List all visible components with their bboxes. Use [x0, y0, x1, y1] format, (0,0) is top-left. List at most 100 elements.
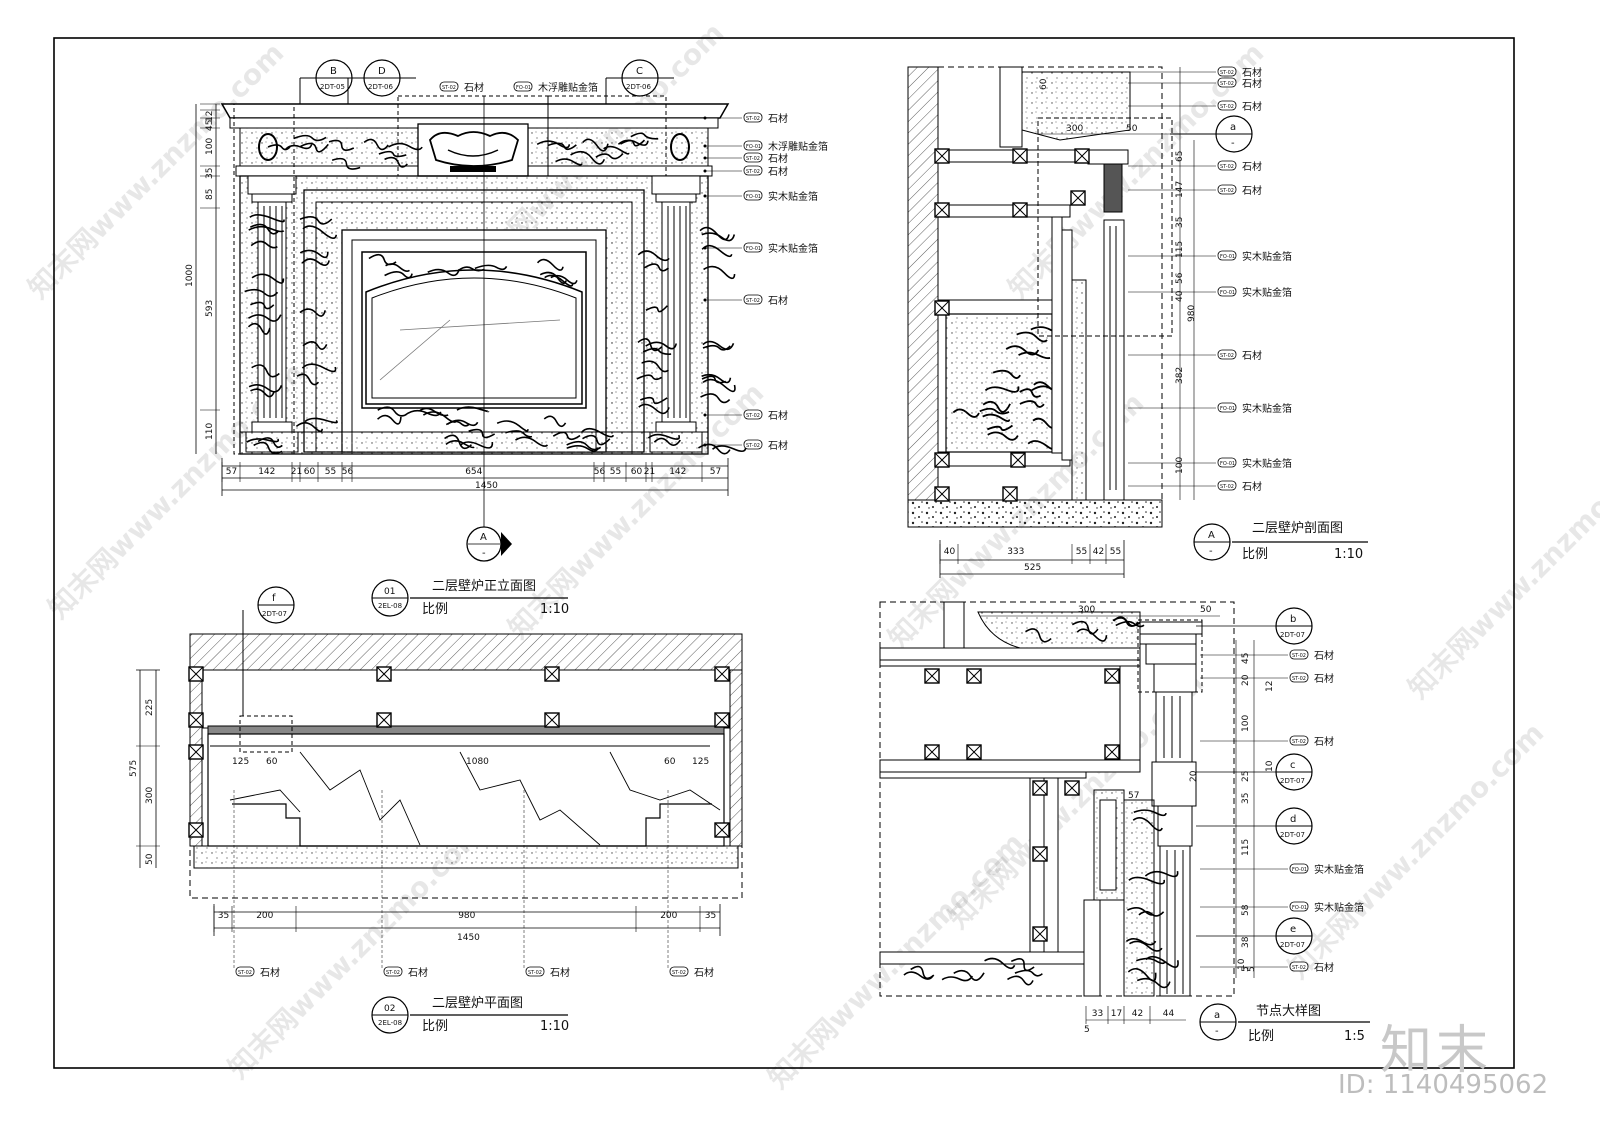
detail-ref-letter: a [1214, 1010, 1220, 1021]
detail-inner-dim: 57 [1128, 791, 1139, 801]
elev-top-code-2: FO-01 [516, 85, 531, 91]
elev-scale: 1:10 [540, 602, 569, 617]
elev-bottom-dim-10: 60 [631, 467, 643, 477]
section-right-label-1-code: ST-02 [1220, 70, 1234, 76]
detail-label-3: 石材 [1314, 735, 1334, 748]
section-right-dim-9: 382 [1175, 367, 1185, 384]
elev-right-label-5: 实木贴金箔 [768, 190, 818, 203]
detail-bottom-dim-2: 17 [1111, 1009, 1122, 1019]
detail-label-2: 石材 [1314, 672, 1334, 685]
elev-right-label-6-code: FO-01 [746, 246, 761, 252]
section-right-label-4-code: ST-02 [1220, 164, 1234, 170]
elev-callout-3-letter: C [636, 66, 643, 77]
plan-bottom-label-2: 石材 [408, 966, 428, 979]
elev-right-label-3-code: ST-02 [746, 156, 760, 162]
elev-left-dim-3: 100 [205, 138, 215, 155]
plan-bottom-label-4-code: ST-02 [672, 970, 686, 976]
elev-bottom-dim-4: 60 [304, 467, 316, 477]
elev-right-label-1-code: ST-02 [746, 116, 760, 122]
elev-right-label-6: 实木贴金箔 [768, 242, 818, 255]
section-right-label-11: 石材 [1242, 480, 1262, 493]
plan-title: 二层壁炉平面图 [432, 996, 523, 1011]
elev-right-label-7: 石材 [768, 294, 788, 307]
elev-left-dim-4: 35 [205, 168, 215, 179]
section-right-label-3-code: ST-02 [1220, 104, 1234, 110]
watermark-text: 知末网www.znzmo.com [1402, 436, 1600, 705]
plan-bottom-label-1: 石材 [260, 966, 280, 979]
section-right-label-2-code: ST-02 [1220, 81, 1234, 87]
detail-label-3-code: ST-02 [1292, 739, 1306, 745]
section-right-label-5-code: ST-02 [1220, 188, 1234, 194]
section-right-label-11-code: ST-02 [1220, 484, 1234, 490]
elev-right-label-4-code: ST-02 [746, 169, 760, 175]
detail-callout-1-sheet: 2DT-07 [1280, 631, 1305, 639]
detail-callout-2-letter: c [1290, 760, 1296, 771]
section-right-label-10: 实木贴金箔 [1242, 457, 1292, 470]
elev-callout-2-letter: D [378, 66, 386, 77]
detail-bottom-dim-3: 42 [1132, 1009, 1143, 1019]
plan-bottom-label-2-code: ST-02 [386, 970, 400, 976]
plan-inner-dim-2: 60 [266, 757, 278, 767]
elev-bottom-dim-7: 654 [465, 467, 482, 477]
elev-top-label-1: 石材 [464, 81, 484, 94]
elev-right-label-2-code: FO-01 [746, 144, 761, 150]
plan-bottom-label-3: 石材 [550, 966, 570, 979]
elev-ref-num: 01 [384, 587, 395, 597]
plan-callout-letter: f [272, 593, 276, 604]
section-right-label-7: 实木贴金箔 [1242, 286, 1292, 299]
elev-left-dim-8: 110 [205, 423, 215, 440]
detail-right-dim-2: 20 [1241, 674, 1251, 686]
section-right-label-1: 石材 [1242, 66, 1262, 79]
elev-scale-label: 比例 [422, 602, 448, 617]
section-bottom-dim-3: 55 [1076, 547, 1087, 557]
detail-left-small: 5 [1084, 1025, 1090, 1035]
detail-right-dim-10: 58 [1241, 904, 1251, 916]
elev-callout-3-sheet: 2DT-06 [626, 83, 651, 91]
elev-bottom-dim-1: 57 [226, 467, 237, 477]
elev-top-label-2: 木浮雕贴金箔 [538, 81, 598, 94]
detail-right-dim-12: 10 [1237, 958, 1247, 970]
plan-bottom-label-4: 石材 [694, 966, 714, 979]
section-right-label-2: 石材 [1242, 77, 1262, 90]
detail-callout-4-letter: e [1290, 924, 1296, 935]
elev-bottom-dim-8: 56 [594, 467, 606, 477]
elev-right-label-2: 木浮雕贴金箔 [768, 140, 828, 153]
section-right-label-9: 实木贴金箔 [1242, 402, 1292, 415]
detail-label-4-code: FO-01 [1292, 867, 1307, 873]
section-right-dim-3: 147 [1175, 181, 1185, 198]
elev-right-label-7-code: ST-02 [746, 298, 760, 304]
detail-bottom-dim-4: 44 [1163, 1009, 1175, 1019]
sheet-border [53, 37, 1515, 1069]
section-title: 二层壁炉剖面图 [1252, 521, 1343, 536]
detail-right-dim-5: 10 [1265, 760, 1275, 772]
plan-left-dim-2: 575 [129, 760, 139, 777]
section-ref-letter: A [1208, 530, 1215, 541]
section-marker-dash: - [482, 548, 486, 559]
elev-right-label-3: 石材 [768, 152, 788, 165]
section-marker-letter: A [480, 532, 487, 543]
image-id: ID: 1140495062 [1338, 1070, 1549, 1100]
elev-right-label-9-code: ST-02 [746, 443, 760, 449]
section-right-label-4: 石材 [1242, 160, 1262, 173]
section-right-dim-5: 115 [1175, 241, 1185, 258]
elev-bottom-dim-5: 55 [325, 467, 336, 477]
section-top-dim-2: 50 [1126, 124, 1138, 134]
elev-bottom-dim-11: 21 [644, 467, 655, 477]
section-scale: 1:10 [1334, 547, 1363, 562]
section-total-width: 525 [1024, 563, 1041, 573]
detail-label-1-code: ST-02 [1292, 653, 1306, 659]
section-right-label-8-code: ST-02 [1220, 353, 1234, 359]
detail-right-dim-7: 25 [1241, 771, 1251, 782]
detail-right-dim-3: 12 [1265, 681, 1275, 692]
plan-inner-dim-5: 125 [692, 757, 709, 767]
elev-bottom-dim-9: 55 [610, 467, 621, 477]
watermark-text: 知末网www.znzmo.com [1282, 716, 1551, 985]
section-right-dim-10: 100 [1175, 457, 1185, 474]
detail-callout-3-letter: d [1290, 814, 1296, 825]
plan-total-width: 1450 [457, 933, 480, 943]
detail-callout-3-sheet: 2DT-07 [1280, 831, 1305, 839]
elev-bottom-dim-13: 57 [710, 467, 721, 477]
